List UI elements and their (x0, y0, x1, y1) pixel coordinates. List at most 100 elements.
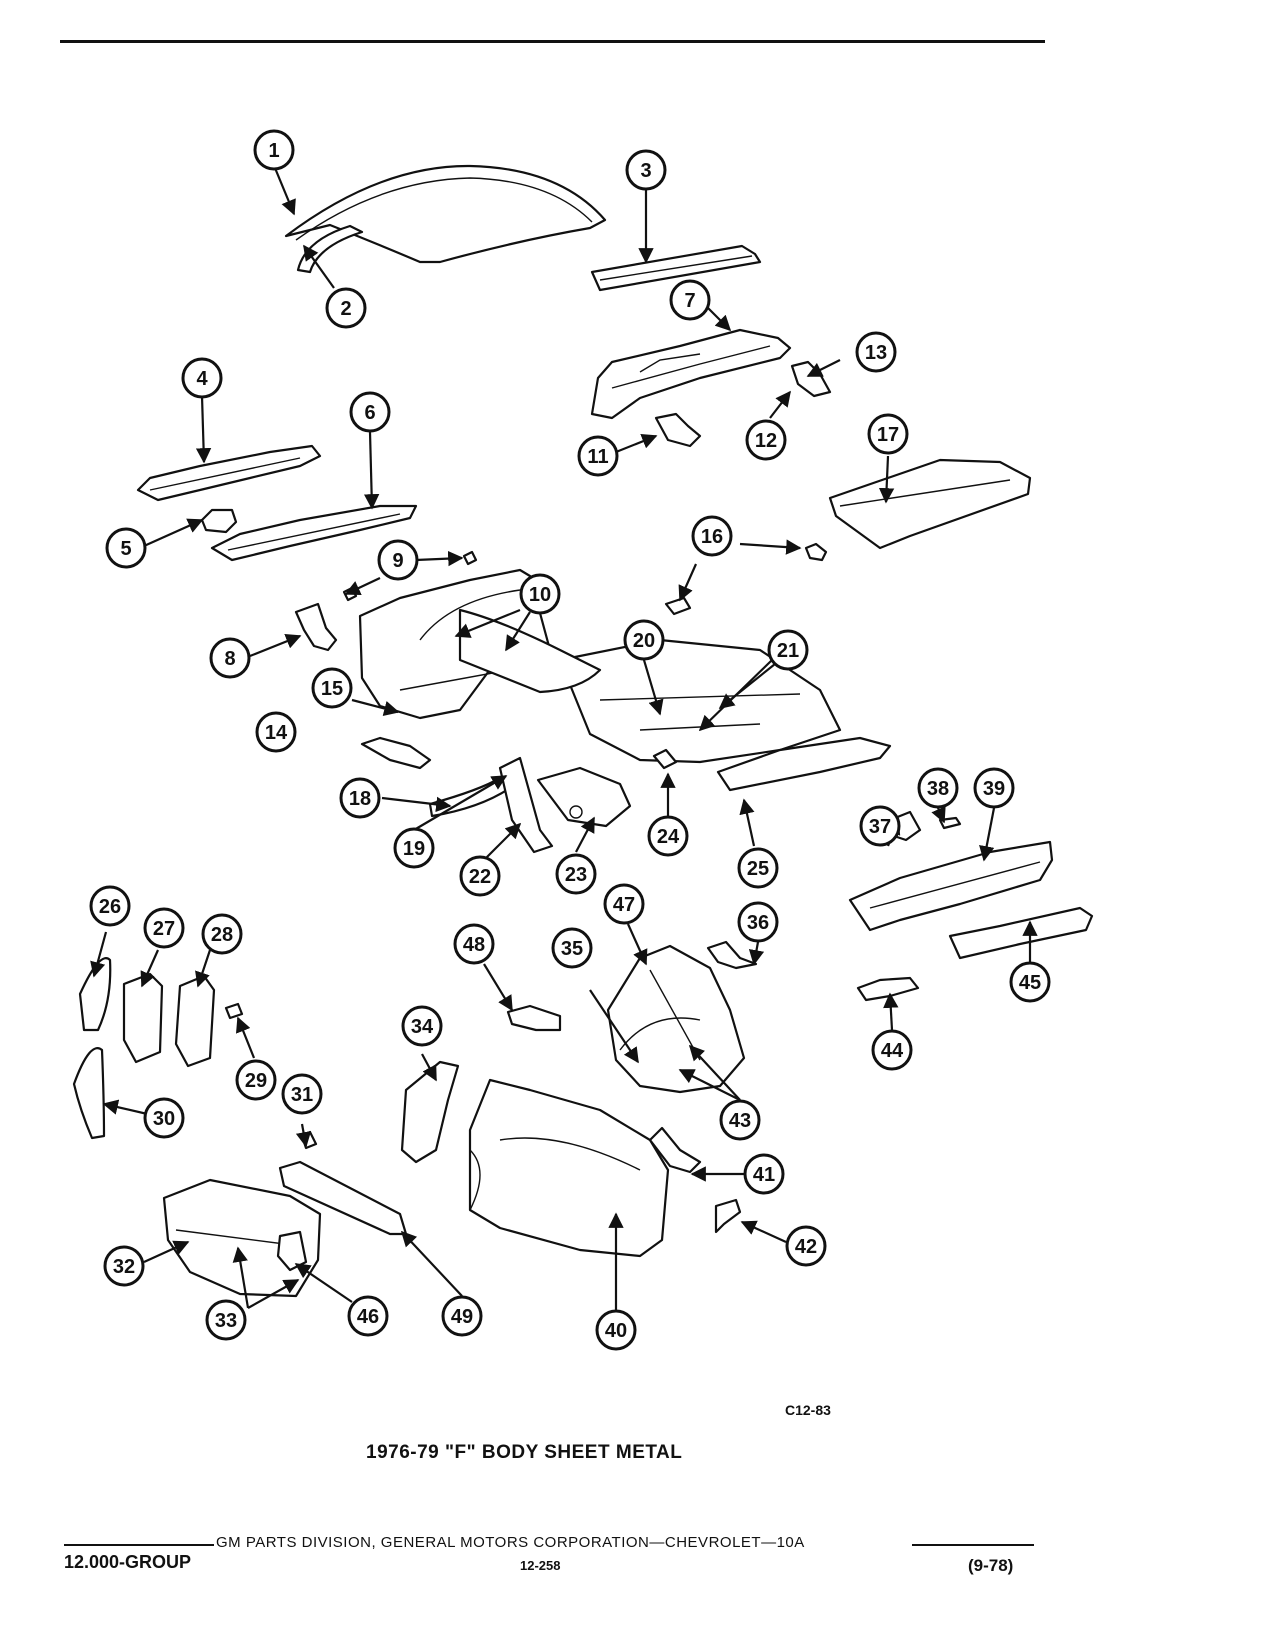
callout-39: 39 (973, 767, 1015, 809)
callout-2: 2 (325, 287, 367, 329)
callout-23: 23 (555, 853, 597, 895)
svg-text:32: 32 (113, 1256, 135, 1278)
callout-12: 12 (745, 419, 787, 461)
part-cowl-bracket-left (654, 412, 702, 448)
svg-text:10: 10 (529, 584, 551, 606)
svg-text:26: 26 (99, 896, 121, 918)
part-windshield-header (590, 244, 762, 292)
part-pocket-23 (536, 766, 632, 828)
svg-text:30: 30 (153, 1108, 175, 1130)
svg-text:45: 45 (1019, 972, 1041, 994)
callout-19: 19 (393, 827, 435, 869)
callout-5: 5 (105, 527, 147, 569)
svg-text:28: 28 (211, 924, 233, 946)
callout-46: 46 (347, 1295, 389, 1337)
svg-text:9: 9 (392, 550, 403, 572)
svg-text:39: 39 (983, 778, 1005, 800)
svg-text:3: 3 (640, 160, 651, 182)
callout-35: 35 (551, 927, 593, 969)
footer-rule-right (912, 1544, 1034, 1546)
footer-corporation: GM PARTS DIVISION, GENERAL MOTORS CORPOR… (216, 1534, 805, 1551)
part-crossmember-24 (652, 748, 678, 770)
svg-text:36: 36 (747, 912, 769, 934)
callout-13: 13 (855, 331, 897, 373)
svg-text:18: 18 (349, 788, 371, 810)
svg-text:20: 20 (633, 630, 655, 652)
part-tunnel (458, 608, 602, 694)
callout-6: 6 (349, 391, 391, 433)
callout-31: 31 (281, 1073, 323, 1115)
callout-7: 7 (669, 279, 711, 321)
callout-24: 24 (647, 815, 689, 857)
callout-11: 11 (577, 435, 619, 477)
callout-41: 41 (743, 1153, 785, 1195)
svg-text:21: 21 (777, 640, 799, 662)
part-roof-panel (284, 164, 607, 264)
callout-15: 15 (311, 667, 353, 709)
callout-40: 40 (595, 1309, 637, 1351)
part-cowl-bracket-right (790, 360, 832, 398)
callout-49: 49 (441, 1295, 483, 1337)
part-brace-22 (498, 756, 554, 854)
part-rear-end-panel (848, 840, 1054, 932)
part-roof-rail-front (296, 224, 364, 274)
part-cowl-side-34 (400, 1060, 460, 1164)
svg-text:47: 47 (613, 894, 635, 916)
svg-text:8: 8 (224, 648, 235, 670)
footer-group: 12.000-GROUP (64, 1552, 192, 1572)
part-rear-floor-pan (558, 638, 842, 764)
callout-32: 32 (103, 1245, 145, 1287)
svg-text:48: 48 (463, 934, 485, 956)
svg-text:12: 12 (755, 430, 777, 452)
part-bracket-48 (506, 1004, 562, 1032)
callout-18: 18 (339, 777, 381, 819)
callout-20: 20 (623, 619, 665, 661)
figure-code: C12-83 (785, 1402, 831, 1418)
footer-date: (9-78) (968, 1556, 1014, 1575)
callout-48: 48 (453, 923, 495, 965)
svg-text:11: 11 (587, 446, 608, 468)
part-bracket-8 (294, 602, 338, 652)
svg-text:43: 43 (729, 1110, 751, 1132)
part-deck-lid (828, 458, 1032, 550)
callout-44: 44 (871, 1029, 913, 1071)
part-wheelhouse-inner (606, 944, 746, 1094)
svg-text:38: 38 (927, 778, 949, 800)
svg-text:49: 49 (451, 1306, 473, 1328)
part-hinge-reinforcement-27 (122, 972, 164, 1064)
part-cowl-panel (590, 328, 792, 420)
callout-47: 47 (603, 883, 645, 925)
svg-text:2: 2 (340, 298, 351, 320)
svg-text:33: 33 (215, 1310, 237, 1332)
part-pillar-30 (72, 1047, 106, 1140)
svg-text:17: 17 (877, 424, 899, 446)
callout-17: 17 (867, 413, 909, 455)
footer-page-number: 12-258 (520, 1558, 561, 1573)
callout-36: 36 (737, 901, 779, 943)
part-bracket-44 (856, 976, 920, 1002)
part-fender-extension-41 (648, 1126, 702, 1174)
part-bracket-36 (706, 940, 758, 970)
svg-text:27: 27 (153, 918, 175, 940)
svg-text:19: 19 (403, 838, 425, 860)
callout-28: 28 (201, 913, 243, 955)
part-front-fender (468, 1078, 670, 1258)
callout-30: 30 (143, 1097, 185, 1139)
part-bracket-5 (200, 508, 238, 534)
part-hinge-reinforcement-28 (174, 974, 216, 1068)
part-roof-bow-4 (136, 444, 322, 502)
svg-text:29: 29 (245, 1070, 267, 1092)
svg-text:24: 24 (657, 826, 680, 848)
callout-25: 25 (737, 847, 779, 889)
callout-3: 3 (625, 149, 667, 191)
part-bracket-42 (714, 1198, 742, 1234)
callout-43: 43 (719, 1099, 761, 1141)
part-rear-sill-45 (948, 906, 1094, 960)
svg-text:16: 16 (701, 526, 723, 548)
leader-lines (143, 167, 895, 859)
callout-8: 8 (209, 637, 251, 679)
svg-text:46: 46 (357, 1306, 379, 1328)
svg-text:37: 37 (869, 816, 891, 838)
svg-text:23: 23 (565, 864, 587, 886)
callout-37: 37 (859, 805, 901, 847)
